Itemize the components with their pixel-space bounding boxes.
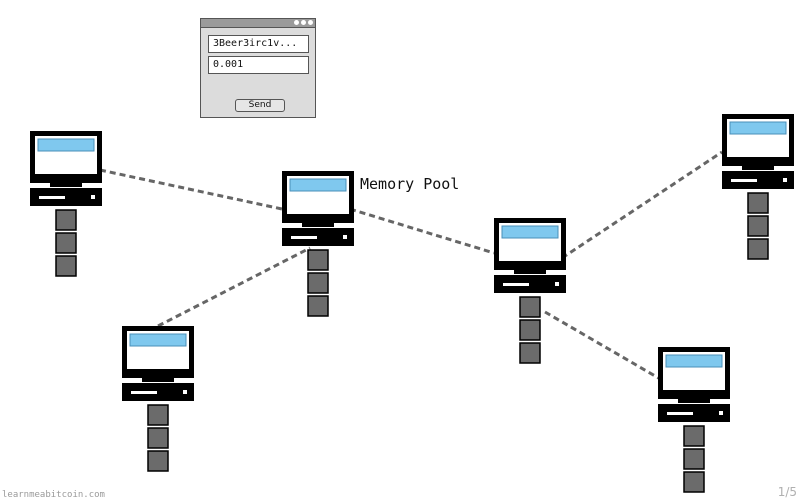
computer-base	[30, 188, 102, 206]
computer-base	[722, 171, 794, 189]
power-light-icon	[91, 195, 95, 199]
drive-slot	[291, 236, 317, 239]
block	[307, 295, 329, 317]
monitor-stand	[142, 378, 174, 382]
screen-bar	[665, 354, 723, 368]
computer-node	[282, 171, 354, 317]
computer-base	[122, 383, 194, 401]
power-light-icon	[555, 282, 559, 286]
block	[683, 425, 705, 447]
computer-node	[722, 114, 794, 260]
block	[519, 342, 541, 364]
power-light-icon	[783, 178, 787, 182]
monitor-stand	[302, 223, 334, 227]
monitor-stand	[678, 399, 710, 403]
window-close-icon[interactable]	[308, 20, 313, 25]
screen-bar	[37, 138, 95, 152]
block	[147, 427, 169, 449]
drive-slot	[131, 391, 157, 394]
footer-site: learnmeabitcoin.com	[2, 490, 105, 500]
monitor-stand	[742, 166, 774, 170]
block	[747, 192, 769, 214]
address-input[interactable]: 3Beer3irc1v...	[208, 35, 309, 53]
block	[519, 296, 541, 318]
window-dot-icon[interactable]	[301, 20, 306, 25]
screen-bar	[729, 121, 787, 135]
wallet-window: 3Beer3irc1v... 0.001 Send	[200, 18, 316, 118]
power-light-icon	[343, 235, 347, 239]
drive-slot	[503, 283, 529, 286]
block	[747, 238, 769, 260]
network-link	[349, 207, 495, 255]
computer-node	[30, 131, 102, 277]
computer-base	[282, 228, 354, 246]
block	[307, 272, 329, 294]
power-light-icon	[719, 411, 723, 415]
page-indicator[interactable]: 1/5	[777, 485, 797, 499]
block	[307, 249, 329, 271]
network-link	[561, 150, 723, 260]
window-dot-icon[interactable]	[294, 20, 299, 25]
monitor-stand	[50, 183, 82, 187]
screen-bar	[129, 333, 187, 347]
block	[747, 215, 769, 237]
computer-node	[494, 218, 566, 364]
computer-node	[122, 326, 194, 472]
drive-slot	[731, 179, 757, 182]
wallet-titlebar	[201, 19, 315, 28]
drive-slot	[39, 196, 65, 199]
block	[683, 471, 705, 493]
block	[55, 232, 77, 254]
power-light-icon	[183, 390, 187, 394]
block	[147, 450, 169, 472]
network-link	[99, 168, 283, 211]
block	[683, 448, 705, 470]
drive-slot	[667, 412, 693, 415]
network-link	[157, 246, 311, 328]
computer-base	[494, 275, 566, 293]
monitor-stand	[514, 270, 546, 274]
send-button[interactable]: Send	[235, 99, 285, 112]
screen-bar	[501, 225, 559, 239]
memory-pool-label: Memory Pool	[360, 175, 460, 193]
block	[55, 255, 77, 277]
computer-base	[658, 404, 730, 422]
screen-bar	[289, 178, 347, 192]
block	[147, 404, 169, 426]
block	[519, 319, 541, 341]
block	[55, 209, 77, 231]
network-links	[99, 150, 723, 382]
network-link	[544, 310, 663, 382]
computer-node	[658, 347, 730, 493]
network-nodes	[30, 114, 794, 493]
amount-input[interactable]: 0.001	[208, 56, 309, 74]
